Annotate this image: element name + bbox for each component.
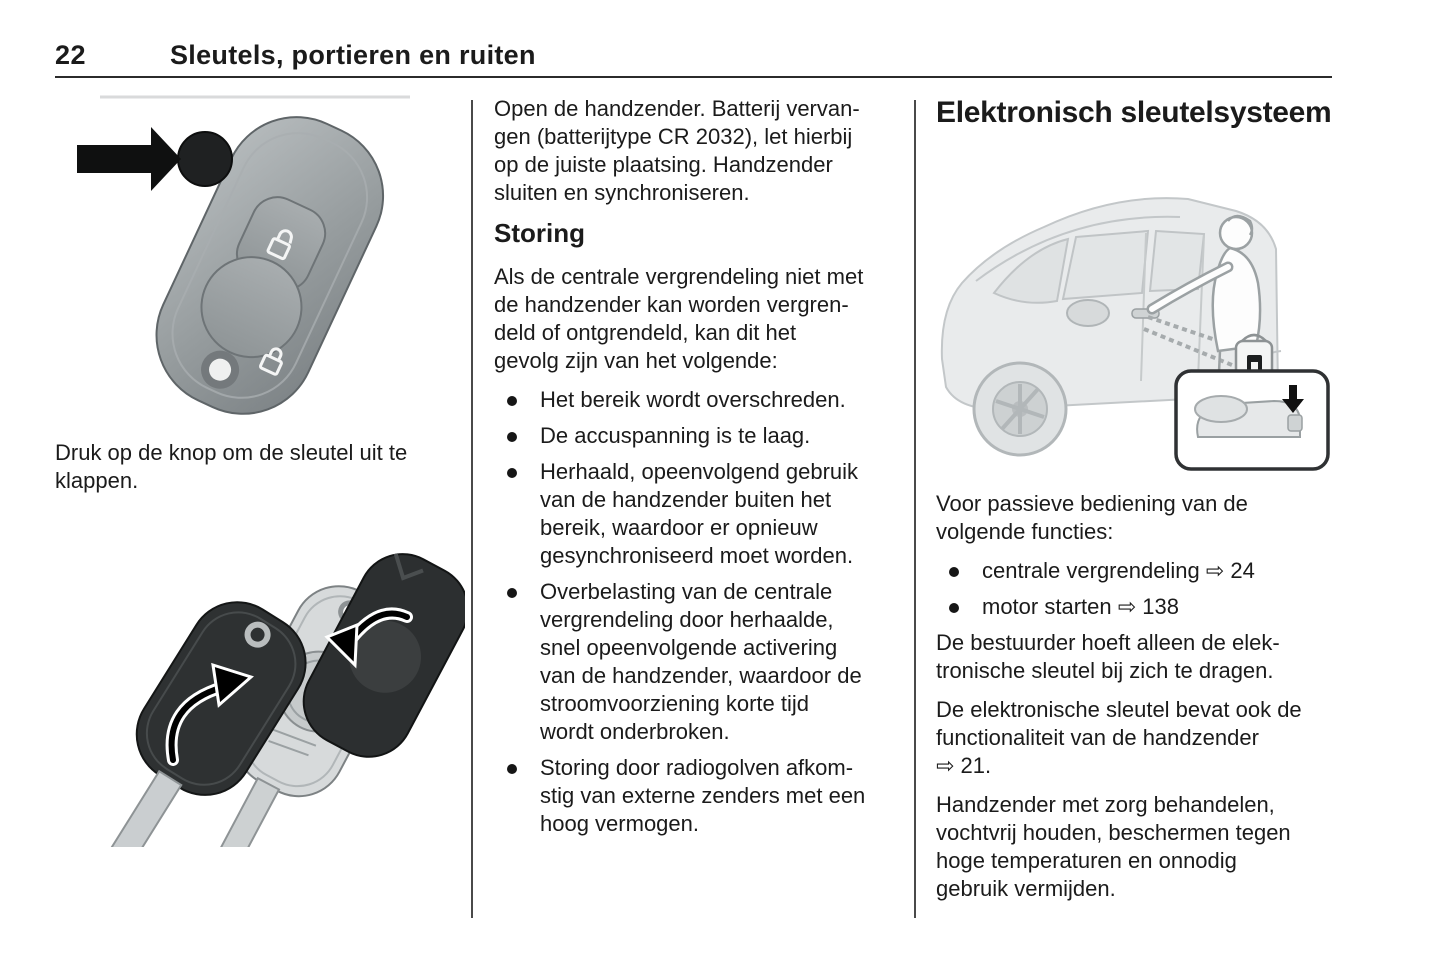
list-item: Overbelasting van de centrale vergrendel…	[494, 578, 906, 746]
list-item-text: Herhaald, opeenvolgend gebruik van de ha…	[540, 459, 859, 568]
paragraph-key-contains: De elektronische sleutel bevat ook de fu…	[936, 697, 1302, 778]
unlock-icon	[266, 229, 293, 261]
key-body	[155, 116, 385, 415]
list-item-text: motor starten ⇨ 138	[982, 594, 1179, 619]
radio-signal-beam	[1143, 315, 1237, 367]
figure-caption: Druk op de knop om de sleutel uit te kla…	[55, 440, 408, 493]
lock-button	[200, 256, 303, 359]
side-mirror	[1066, 299, 1110, 327]
page-number: 22	[55, 40, 87, 70]
list-item: motor starten ⇨ 138	[936, 593, 1334, 621]
flip-key-illustration	[77, 95, 410, 415]
key-release-button	[177, 131, 233, 187]
list-item-text: De accuspanning is te laag.	[540, 423, 811, 448]
list-item: centrale vergrendeling ⇨ 24	[936, 557, 1334, 585]
section-heading-storing: Storing	[494, 218, 585, 248]
list-item-text: Storing door radiogolven afkom- stig van…	[540, 755, 866, 836]
rotate-close-arrow-icon	[324, 607, 413, 669]
door-handle-inset	[1174, 369, 1330, 471]
key-battery-illustration	[87, 553, 469, 904]
right-column: Elektronisch sleutelsysteem	[936, 95, 1334, 914]
front-wheel	[972, 361, 1068, 457]
lock-icon	[258, 347, 283, 376]
paragraph-storing-intro: Als de centrale vergrendeling niet met d…	[494, 264, 864, 373]
key-back-cover	[302, 553, 469, 758]
list-item: Het bereik wordt overschreden.	[494, 386, 906, 414]
figure-flip-key	[55, 95, 459, 432]
list-item: De accuspanning is te laag.	[494, 422, 906, 450]
key-blade	[87, 769, 183, 899]
chapter-title: Sleutels, portieren en ruiten	[170, 40, 536, 70]
passive-entry-illustration	[940, 197, 1330, 471]
column-divider-left	[471, 100, 473, 918]
person	[1146, 214, 1274, 394]
list-item-text: Het bereik wordt overschreden.	[540, 387, 846, 412]
storing-causes-list: Het bereik wordt overschreden. De accusp…	[494, 386, 906, 838]
car-outline	[940, 197, 1330, 457]
passive-functions-list: centrale vergrendeling ⇨ 24 motor starte…	[936, 557, 1334, 621]
paragraph-care: Handzender met zorg behandelen, vochtvri…	[936, 792, 1291, 901]
keyring-hole	[201, 350, 240, 389]
figure-passive-entry	[936, 141, 1334, 478]
column-divider-right	[914, 100, 916, 918]
section-heading-electronic-key: Elektronisch sleutelsysteem	[936, 96, 1332, 129]
header-rule	[55, 76, 1332, 78]
rotate-open-arrow-icon	[165, 662, 254, 766]
down-arrow-icon	[1282, 385, 1304, 413]
paragraph-passive-intro: Voor passieve bediening van de volgende …	[936, 491, 1248, 544]
paragraph-battery: Open de handzender. Batterij vervan- gen…	[494, 96, 860, 205]
figure-key-battery	[55, 525, 469, 904]
left-column: Druk op de knop om de sleutel uit te kla…	[55, 95, 469, 904]
list-item: Storing door radiogolven afkom- stig van…	[494, 754, 906, 838]
list-item-text: Overbelasting van de centrale vergrendel…	[540, 579, 862, 744]
press-arrow-icon	[77, 127, 181, 191]
list-item-text: centrale vergrendeling ⇨ 24	[982, 558, 1255, 583]
paragraph-driver: De bestuurder hoeft alleen de elek- tron…	[936, 630, 1280, 683]
middle-column: Open de handzender. Batterij vervan- gen…	[494, 95, 906, 846]
list-item: Herhaald, opeenvolgend gebruik van de ha…	[494, 458, 906, 570]
